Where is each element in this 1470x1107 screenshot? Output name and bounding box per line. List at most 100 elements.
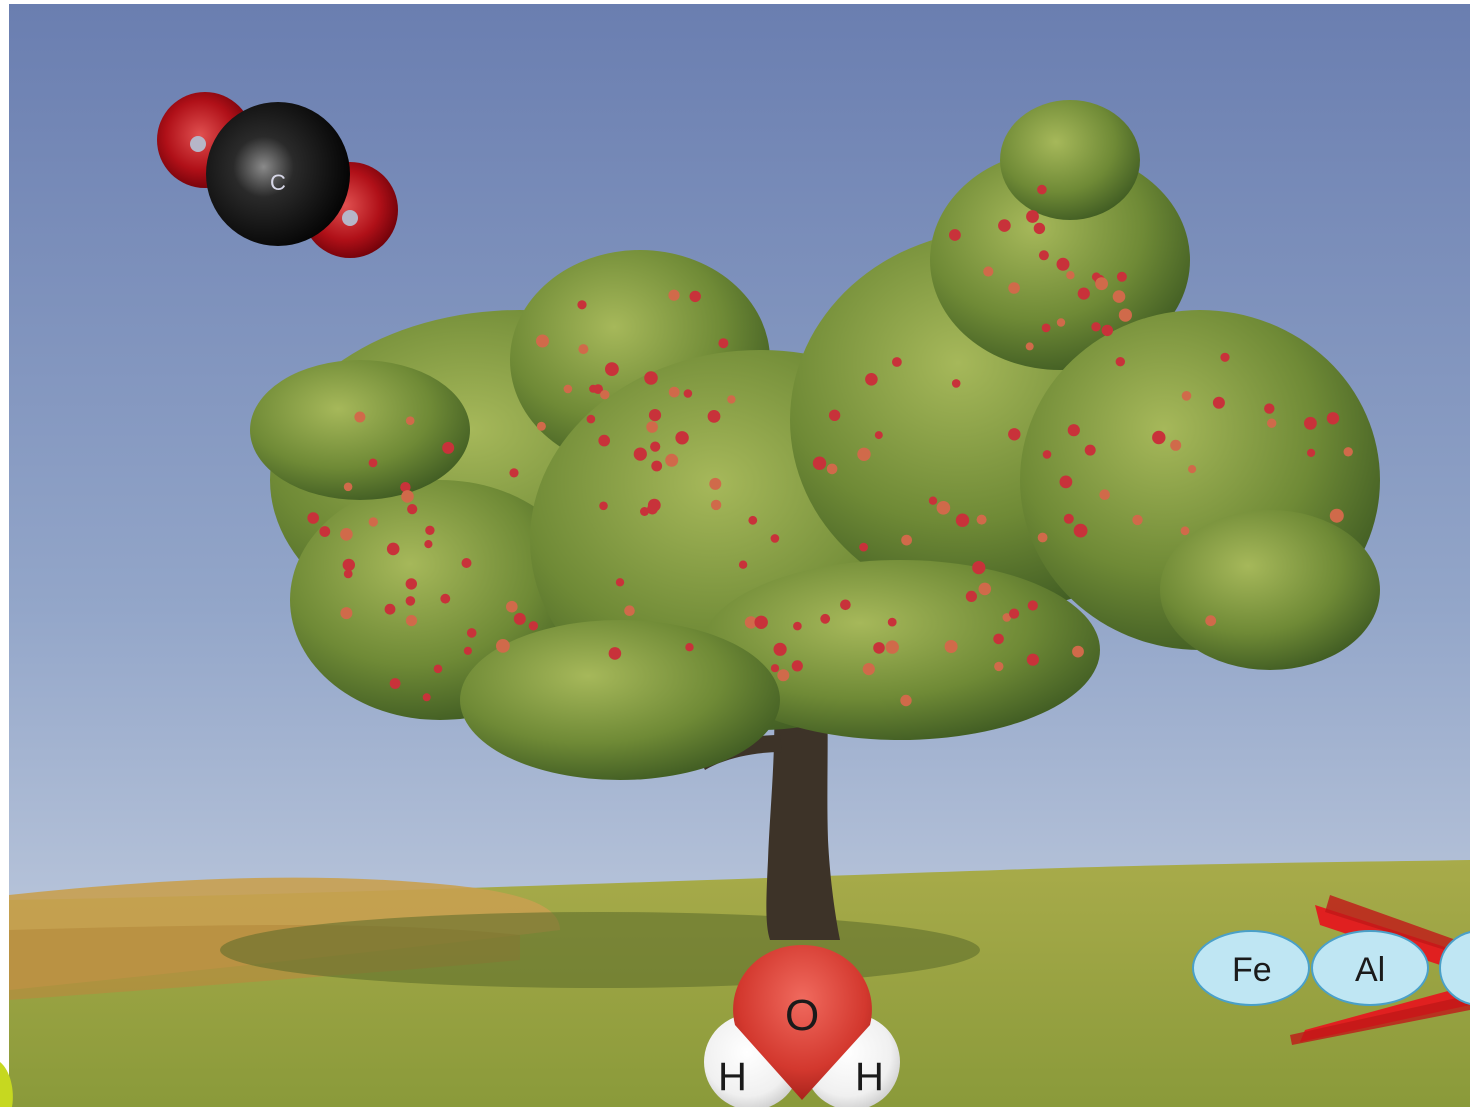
apple bbox=[563, 384, 573, 394]
apple bbox=[675, 431, 689, 445]
apple bbox=[1180, 526, 1190, 536]
apple bbox=[608, 647, 622, 660]
apple bbox=[401, 490, 414, 503]
apple bbox=[343, 569, 353, 579]
ion-al bbox=[1311, 930, 1429, 1006]
apple bbox=[873, 642, 885, 654]
apple bbox=[685, 643, 694, 652]
apple bbox=[1027, 600, 1038, 611]
apple bbox=[1343, 447, 1353, 457]
apple bbox=[593, 384, 603, 394]
apple bbox=[826, 463, 838, 475]
apple bbox=[343, 482, 353, 492]
apple bbox=[1304, 416, 1317, 430]
apple bbox=[928, 496, 938, 505]
apple bbox=[770, 534, 780, 543]
apple bbox=[994, 661, 1004, 672]
apple bbox=[1008, 282, 1020, 294]
apple bbox=[900, 694, 912, 707]
apple bbox=[528, 621, 539, 631]
apple bbox=[689, 290, 701, 303]
apple bbox=[405, 615, 418, 627]
apple bbox=[405, 578, 417, 590]
apple bbox=[1038, 250, 1049, 261]
apple bbox=[1037, 184, 1047, 195]
apple bbox=[1059, 475, 1073, 489]
water-oxygen-label: O bbox=[785, 991, 819, 1040]
apple bbox=[1008, 428, 1021, 441]
apple bbox=[668, 386, 680, 398]
apple bbox=[1037, 532, 1048, 543]
apple bbox=[820, 613, 831, 624]
apple bbox=[633, 447, 647, 461]
apple bbox=[949, 229, 961, 241]
apple bbox=[389, 678, 401, 689]
apple bbox=[496, 639, 510, 653]
apple bbox=[738, 560, 748, 569]
apple bbox=[440, 593, 451, 604]
apple bbox=[461, 558, 472, 568]
apple bbox=[598, 434, 610, 447]
apple bbox=[615, 578, 625, 587]
water-hydrogen-left-label: H bbox=[718, 1055, 747, 1099]
apple bbox=[710, 499, 722, 511]
apple bbox=[901, 534, 912, 546]
apple bbox=[1115, 357, 1126, 367]
apple bbox=[433, 664, 443, 674]
apple bbox=[857, 447, 871, 461]
apple bbox=[976, 514, 987, 525]
apple bbox=[342, 558, 355, 572]
apple bbox=[885, 640, 899, 654]
apple bbox=[793, 621, 802, 631]
apple bbox=[536, 421, 546, 431]
apples bbox=[307, 184, 1353, 707]
apple bbox=[1267, 418, 1277, 428]
apple bbox=[1026, 210, 1039, 223]
apple bbox=[770, 664, 780, 673]
apple bbox=[1072, 645, 1084, 658]
apple bbox=[368, 517, 378, 527]
apple bbox=[650, 441, 661, 452]
apple bbox=[405, 416, 415, 426]
apple bbox=[1056, 257, 1070, 271]
apple bbox=[828, 409, 841, 421]
apple bbox=[1264, 403, 1275, 414]
apple bbox=[1009, 608, 1020, 619]
apple bbox=[1056, 318, 1066, 327]
co2-carbon-label: C bbox=[270, 170, 286, 195]
water-oxygen bbox=[733, 945, 872, 1100]
co2-molecule: C bbox=[157, 92, 398, 258]
apple bbox=[647, 498, 661, 512]
apple bbox=[1205, 615, 1217, 627]
apple bbox=[709, 477, 722, 490]
apple bbox=[400, 482, 411, 493]
apple bbox=[354, 411, 366, 423]
apple bbox=[955, 513, 970, 527]
apple bbox=[1118, 308, 1132, 322]
apple bbox=[1063, 513, 1074, 524]
apple bbox=[600, 390, 610, 400]
apple bbox=[319, 526, 331, 537]
apple bbox=[1329, 508, 1344, 523]
apple bbox=[599, 501, 608, 511]
apple bbox=[1326, 412, 1340, 425]
apple bbox=[683, 389, 693, 398]
apple bbox=[1099, 489, 1110, 501]
apple bbox=[1067, 424, 1080, 437]
apple bbox=[944, 640, 958, 653]
ion-fe bbox=[1192, 930, 1310, 1006]
apple bbox=[1181, 391, 1192, 401]
apple bbox=[1095, 277, 1108, 291]
apple bbox=[640, 507, 649, 516]
apple bbox=[407, 504, 418, 515]
apple bbox=[586, 414, 596, 424]
apple bbox=[998, 219, 1011, 232]
ion-fe-label: Fe bbox=[1232, 951, 1272, 989]
apple bbox=[748, 515, 758, 525]
apple bbox=[744, 616, 758, 629]
apple bbox=[1084, 444, 1096, 456]
apple bbox=[648, 409, 662, 422]
apple bbox=[1132, 514, 1143, 526]
apple bbox=[466, 628, 477, 638]
ion-partial bbox=[1439, 931, 1470, 1005]
